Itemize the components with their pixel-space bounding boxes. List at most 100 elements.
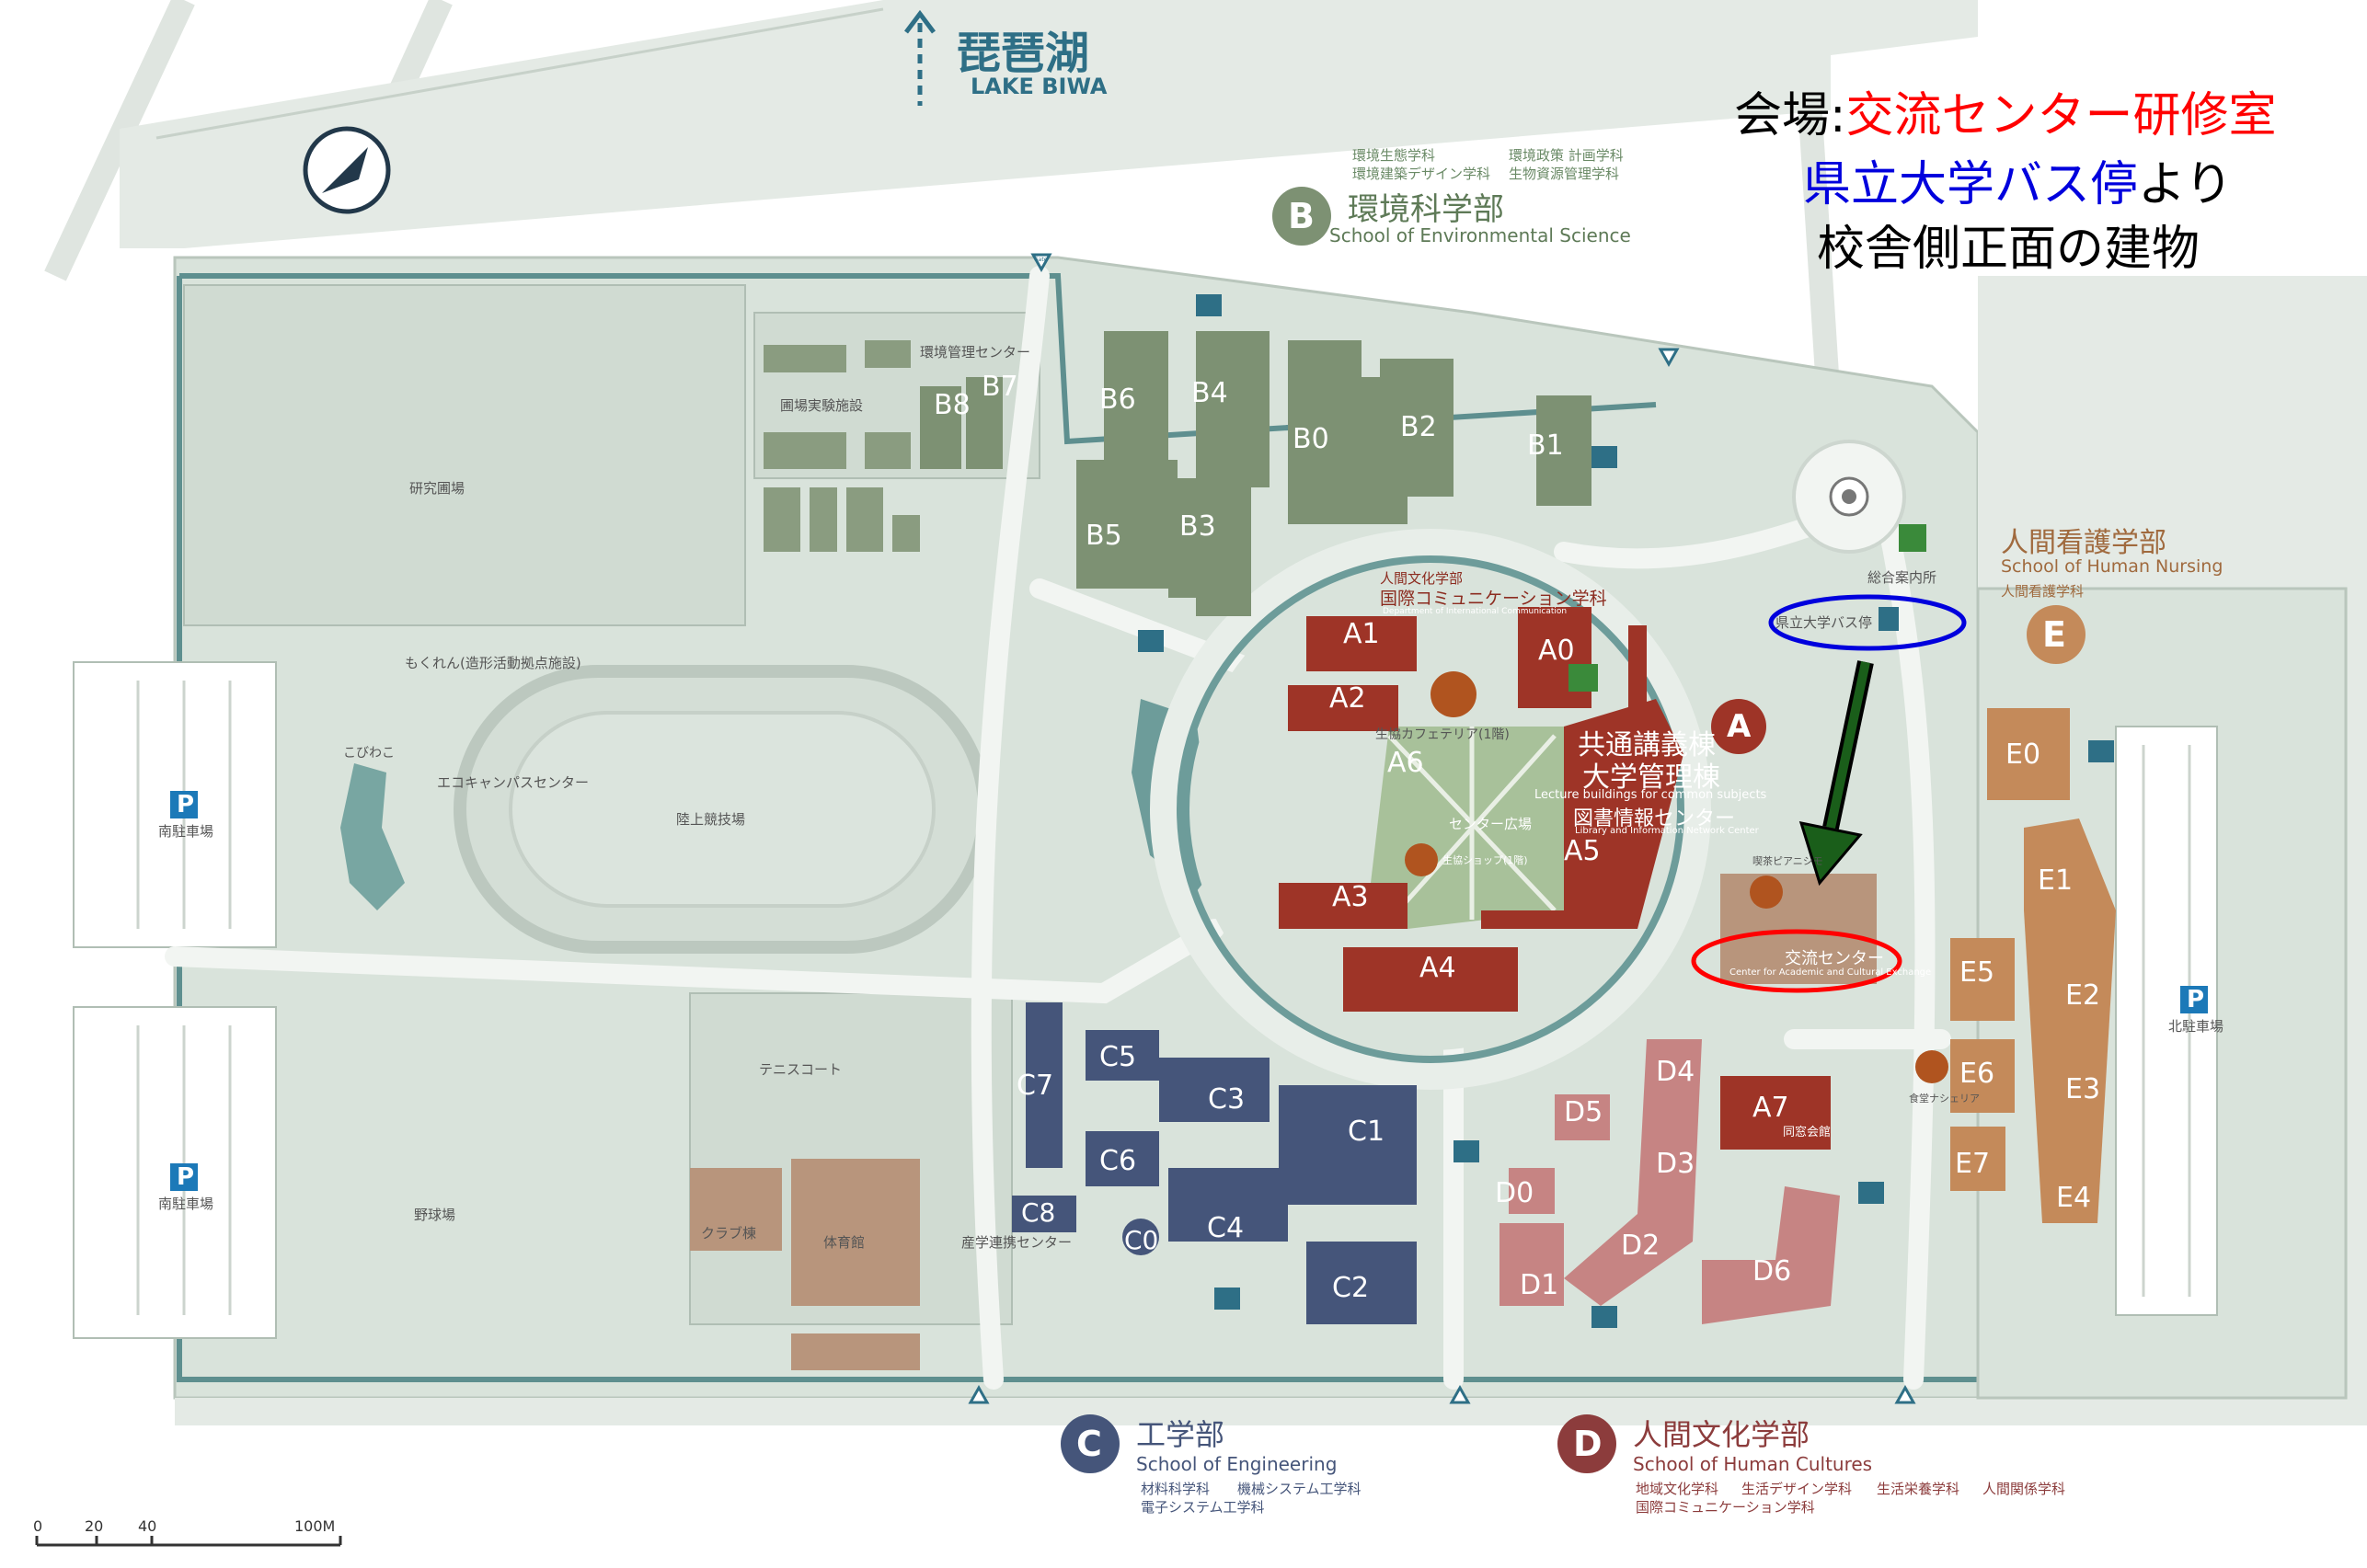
parking-icon-label: P xyxy=(177,791,195,818)
building-a0: A0 xyxy=(1538,635,1575,667)
building-c1: C1 xyxy=(1348,1116,1385,1148)
building-d1: D1 xyxy=(1520,1269,1559,1301)
school-a-building-2: 大学管理棟 xyxy=(1582,761,1720,794)
place-industry: 産学連携センター xyxy=(961,1234,1073,1251)
school-c-name-en: School of Engineering xyxy=(1136,1453,1338,1475)
school-b-name-jp: 環境科学部 xyxy=(1348,191,1504,228)
building-a1: A1 xyxy=(1343,618,1380,650)
cafe-icon xyxy=(1750,876,1783,909)
building-a4: A4 xyxy=(1419,952,1456,984)
building-d2: D2 xyxy=(1621,1230,1660,1262)
north-arrow-icon xyxy=(904,9,936,106)
bus-stop-name: 県立大学バス停 xyxy=(1803,157,2139,212)
school-c-name-jp: 工学部 xyxy=(1136,1417,1225,1452)
school-e-emblem xyxy=(2027,605,2085,664)
scale-40: 40 xyxy=(138,1517,157,1535)
gate-icon xyxy=(968,253,1916,1404)
school-d-buildings xyxy=(1499,1039,1840,1324)
school-a-building-1: 共通講義棟 xyxy=(1578,729,1716,761)
bus-suffix: より xyxy=(2138,157,2233,212)
building-c8: C8 xyxy=(1021,1197,1056,1228)
gate-label: Gate xyxy=(1034,257,1048,263)
building-e7: E7 xyxy=(1955,1148,1991,1180)
farm-buildings xyxy=(764,340,920,552)
building-e3: E3 xyxy=(2065,1073,2101,1105)
venue-room: 交流センター研修室 xyxy=(1845,88,2277,143)
south-parking-label-2: 南駐車場 xyxy=(158,1196,214,1212)
school-d-dept: 生活栄養学科 xyxy=(1877,1481,1960,1497)
building-b3: B3 xyxy=(1179,510,1216,543)
roundabout xyxy=(1792,440,1906,554)
bus-stop-label: 県立大学バス停 xyxy=(1775,614,1873,631)
building-c3: C3 xyxy=(1208,1083,1246,1116)
building-b0: B0 xyxy=(1293,423,1329,455)
library-en: Library and Information Network Center xyxy=(1575,826,1759,836)
school-a-en: Lecture buildings for common subjects xyxy=(1534,788,1767,802)
building-c7: C7 xyxy=(1017,1070,1054,1102)
library-jp: 図書情報センター xyxy=(1573,807,1736,830)
building-b2: B2 xyxy=(1400,411,1437,443)
school-d-dept: 国際コミュニケーション学科 xyxy=(1636,1499,1815,1516)
place-cafeteria: 生協カフェテリア(1階) xyxy=(1375,727,1510,742)
school-d-dept: 人間関係学科 xyxy=(1982,1481,2066,1497)
info-icon xyxy=(1568,664,1598,692)
school-c-dept: 材料科学科 xyxy=(1141,1481,1211,1497)
building-a2: A2 xyxy=(1329,682,1366,715)
place-exchange-en: Center for Academic and Cultural Exchang… xyxy=(1729,967,1932,978)
place-env-center: 環境管理センター xyxy=(920,344,1031,361)
place-farm: 圃場実験施設 xyxy=(780,397,864,414)
bicycle-icon xyxy=(1138,294,2114,1328)
school-b-name-en: School of Environmental Science xyxy=(1329,224,1631,246)
bus-stop-highlight xyxy=(1768,594,1967,651)
building-e4: E4 xyxy=(2056,1182,2092,1214)
place-club: クラブ棟 xyxy=(701,1225,757,1242)
building-e0: E0 xyxy=(2005,738,2041,771)
school-c-letter: C xyxy=(1076,1424,1102,1464)
place-plaza: センター広場 xyxy=(1449,816,1533,832)
parking-icon xyxy=(170,791,198,818)
building-a7: A7 xyxy=(1752,1092,1789,1124)
place-baseball: 野球場 xyxy=(414,1207,456,1223)
south-parking-label-1: 南駐車場 xyxy=(158,823,214,840)
place-eco-center: エコキャンパスセンター xyxy=(437,774,590,791)
school-c-dept: 電子システム工学科 xyxy=(1141,1499,1265,1516)
intl-dept: 人間文化学部 xyxy=(1380,570,1464,587)
info-icon xyxy=(1899,524,1926,552)
place-tennis: テニスコート xyxy=(759,1061,843,1078)
place-gym: 体育館 xyxy=(823,1234,866,1251)
scale-bar xyxy=(35,1536,342,1547)
athletics-track xyxy=(454,665,991,954)
parking-icon xyxy=(170,1163,198,1191)
north-parking-label: 北駐車場 xyxy=(2168,1018,2224,1035)
intl-dept-2: 国際コミュニケーション学科 xyxy=(1380,589,1607,609)
direction-line: 校舎側正面の建物 xyxy=(1817,222,2200,277)
building-c4: C4 xyxy=(1207,1212,1245,1244)
place-research-field: 研究圃場 xyxy=(409,480,465,497)
school-e-name-jp: 人間看護学部 xyxy=(2001,527,2166,559)
building-b8: B8 xyxy=(934,389,971,421)
school-d-letter: D xyxy=(1573,1424,1603,1464)
venue-highlight xyxy=(1691,929,1902,993)
school-e-name-en: School of Human Nursing xyxy=(2001,556,2223,577)
shop-icon xyxy=(1405,843,1438,876)
building-d3: D3 xyxy=(1656,1148,1695,1180)
school-b-dept: 環境建築デザイン学科 xyxy=(1352,166,1491,182)
building-c5: C5 xyxy=(1099,1041,1137,1073)
building-d5: D5 xyxy=(1564,1096,1603,1128)
building-c6: C6 xyxy=(1099,1145,1137,1177)
building-e5: E5 xyxy=(1959,956,1995,989)
building-b6: B6 xyxy=(1099,383,1136,416)
school-b-buildings xyxy=(920,331,1591,616)
school-c-emblem xyxy=(1061,1414,1120,1473)
building-d0: D0 xyxy=(1495,1177,1534,1209)
place-track: 陸上競技場 xyxy=(676,811,746,828)
place-piano: 喫茶ピアニシモ xyxy=(1752,855,1823,867)
school-b-dept: 環境政策 計画学科 xyxy=(1509,147,1624,164)
restaurant-icon xyxy=(1915,1050,1948,1083)
intl-en: Department of International Communicatio… xyxy=(1383,607,1568,616)
exchange-center-building xyxy=(1720,874,1877,984)
building-a5: A5 xyxy=(1564,835,1601,867)
building-e2: E2 xyxy=(2065,979,2101,1012)
place-mokuren: もくれん(造形活動拠点施設) xyxy=(405,655,581,671)
